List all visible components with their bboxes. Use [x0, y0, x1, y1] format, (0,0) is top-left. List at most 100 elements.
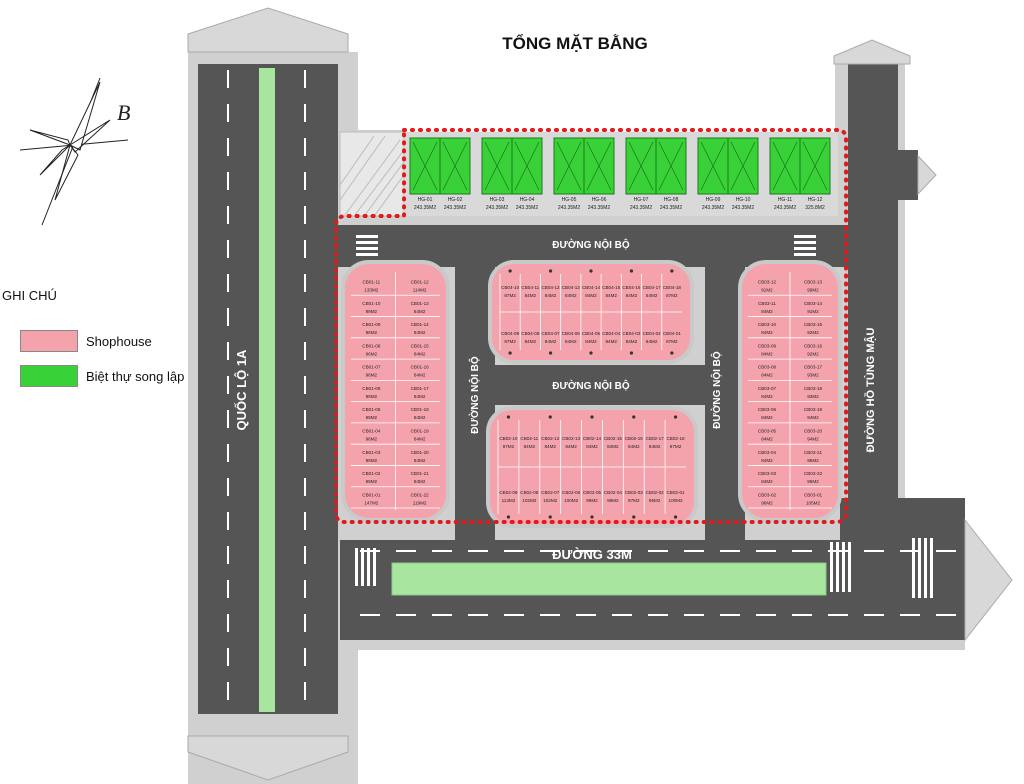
lot-code: CB01-14 [411, 322, 430, 327]
tree-dot [506, 515, 511, 519]
lot-code: CB04-16 [622, 285, 641, 290]
lot-area: 99M2 [366, 394, 378, 399]
road33-lane-dashes [360, 550, 960, 616]
legend-item-shophouse: Shophouse [20, 330, 152, 352]
lot-area: 96M2 [366, 330, 378, 335]
lot-area: 84M2 [414, 415, 426, 420]
hatch-lines [339, 135, 405, 216]
villa-strip [404, 132, 838, 216]
lot-code: CB03-13 [804, 280, 823, 285]
villa-code: HG-04 [520, 197, 535, 203]
legend-label-villa: Biệt thự song lập [86, 368, 185, 384]
lot-layer: CB01-11133M2CB01-12114M2CB01-1099M2CB01-… [351, 269, 832, 519]
lot-area: 84M2 [761, 415, 773, 420]
lot-code: CB03-09 [758, 343, 777, 348]
lot-code: CB03-12 [758, 280, 777, 285]
lot-area: 84M2 [646, 293, 658, 298]
arrow-up-htm [833, 39, 911, 65]
lot-area: 84M2 [649, 444, 661, 449]
lot-code: CB01-04 [362, 428, 381, 433]
villa-code: HG-02 [448, 197, 463, 203]
lot-area: 100M2 [669, 498, 683, 503]
lot-code: CB01-20 [411, 450, 430, 455]
lot-area: 133M2 [364, 288, 378, 293]
lot-code: CB04-06 [562, 331, 581, 336]
lot-code: CB02-03 [625, 490, 644, 495]
lot-area: 96M2 [366, 351, 378, 356]
lot-area: 84M2 [761, 351, 773, 356]
lot-code: CB01-12 [411, 280, 430, 285]
lot-code: CB01-19 [411, 428, 430, 433]
lot-area: 97M2 [628, 498, 640, 503]
lot-area: 113M2 [502, 498, 516, 503]
lot-area: 84M2 [525, 339, 537, 344]
right-spur-road [848, 150, 918, 200]
arrow-up-ql1a [187, 7, 349, 53]
villa-code: HG-10 [736, 197, 751, 203]
lot-area: 84M2 [414, 479, 426, 484]
legend-title: GHI CHÚ [2, 288, 57, 303]
lot-area: 94M2 [807, 436, 819, 441]
lot-code: CB01-05 [362, 407, 381, 412]
lot-area: 84M2 [565, 444, 577, 449]
lot-area: 99M2 [586, 498, 598, 503]
lot-code: CB01-11 [362, 280, 380, 285]
lot-area: 96M2 [807, 479, 819, 484]
lot-code: CB03-07 [758, 386, 777, 391]
lot-area: 99M2 [807, 288, 819, 293]
lot-area: 84M2 [628, 444, 640, 449]
villa-area: 243.35M2 [630, 205, 652, 211]
lot-code: CB04-05 [582, 331, 601, 336]
lot-area: 92M2 [807, 351, 819, 356]
lot-area: 84M2 [414, 373, 426, 378]
tree-dot [629, 269, 634, 273]
lot-code: CB02-11 [520, 436, 538, 441]
lot-area: 84M2 [761, 373, 773, 378]
villa-area: 243.35M2 [702, 205, 724, 211]
lot-area: 97M2 [670, 444, 682, 449]
tree-dot [673, 415, 678, 419]
tree-dot [548, 515, 552, 519]
lot-code: CB01-08 [362, 343, 381, 348]
lot-code: CB02-02 [646, 490, 665, 495]
tree-dot [548, 415, 552, 419]
lot-code: CB04-11 [521, 285, 539, 290]
label-ho-tung-mau: ĐƯỜNG HỒ TÙNG MẬU [864, 328, 877, 453]
villa-area: 325.8M2 [805, 205, 825, 211]
legend-swatch-villa [20, 365, 78, 387]
villa-area: 243.35M2 [660, 205, 682, 211]
arrow-down-ql1a [187, 735, 349, 781]
lot-area: 84M2 [565, 339, 577, 344]
lot-code: CB02-17 [646, 436, 665, 441]
label-noi-bo-right: ĐƯỜNG NỘI BỘ [710, 351, 723, 429]
lot-area: 95M2 [807, 458, 819, 463]
lot-area: 84M2 [761, 436, 773, 441]
lot-code: CB03-15 [804, 322, 823, 327]
lot-code: CB02-05 [583, 490, 602, 495]
lot-area: 84M2 [524, 444, 536, 449]
label-noi-bo-left: ĐƯỜNG NỘI BỘ [468, 356, 481, 434]
crosswalks [355, 235, 933, 598]
lot-code: CB01-13 [411, 301, 430, 306]
lot-code: CB04-02 [643, 331, 662, 336]
lot-code: CB01-21 [411, 471, 430, 476]
lot-code: CB04-08 [521, 331, 540, 336]
compass-icon [19, 77, 129, 226]
villa-code: HG-07 [634, 197, 649, 203]
tree-dot [508, 269, 512, 273]
lot-code: CB02-14 [583, 436, 602, 441]
project-boundary [334, 128, 848, 524]
lot-area: 84M2 [626, 339, 638, 344]
lot-area: 84M2 [544, 444, 556, 449]
lot-code: CB03-11 [758, 301, 776, 306]
lot-code: CB03-17 [804, 365, 823, 370]
lot-area: 84M2 [646, 339, 658, 344]
road33-median [391, 562, 827, 596]
ql1a-median [259, 68, 275, 712]
lot-area: 99M2 [366, 479, 378, 484]
lot-area: 99M2 [366, 458, 378, 463]
villa-area: 243.35M2 [516, 205, 538, 211]
lot-area: 84M2 [605, 293, 617, 298]
